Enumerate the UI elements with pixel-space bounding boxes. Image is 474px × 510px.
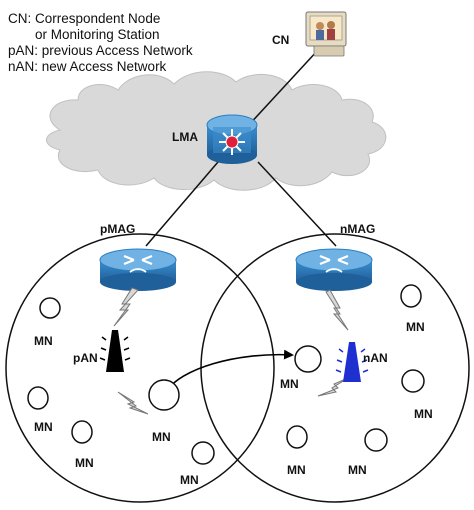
- nan-antenna-tower-icon: [335, 342, 369, 382]
- lightning-icon: [113, 287, 139, 327]
- mn-label: MN: [34, 334, 53, 348]
- mn-label: MN: [34, 420, 53, 434]
- mn-node: [27, 386, 49, 410]
- link-lma-pmag: [145, 161, 219, 247]
- mobile-nodes: [27, 284, 425, 465]
- legend-cn-alt: or Monitoring Station: [35, 27, 160, 42]
- legend-nan: nAN: new Access Network: [8, 59, 167, 74]
- lma-core-icon: [225, 135, 239, 149]
- cn-label: CN: [272, 33, 289, 47]
- mn-node: [148, 379, 180, 411]
- mn-node: [39, 297, 61, 319]
- pmag-router-icon: [99, 248, 177, 291]
- link-cn-lma: [245, 49, 319, 129]
- mn-label: MN: [180, 473, 199, 487]
- pmag-label: pMAG: [100, 222, 135, 236]
- mn-node: [286, 425, 308, 449]
- nmag-label: nMAG: [340, 222, 375, 236]
- pan-label: pAN: [73, 351, 98, 365]
- legend-cn: CN: Correspondent Node: [8, 11, 161, 26]
- lightning-icon: [117, 391, 149, 415]
- mn-label: MN: [75, 456, 94, 470]
- lma-label: LMA: [172, 130, 198, 144]
- lma-router: [206, 114, 258, 164]
- legend-pan: pAN: previous Access Network: [8, 43, 193, 58]
- lightning-icon: [317, 377, 349, 397]
- mn-node: [71, 420, 93, 444]
- mn-node: [364, 428, 388, 452]
- mn-label: MN: [348, 463, 367, 477]
- links: [145, 49, 337, 247]
- lightning-icon: [325, 289, 349, 331]
- mn-node: [191, 441, 215, 465]
- mn-node: [294, 345, 322, 373]
- pan-antenna-tower-icon: [99, 330, 131, 372]
- mn-label: MN: [406, 320, 425, 334]
- legend: CN: Correspondent Node or Monitoring Sta…: [8, 11, 193, 75]
- pan-coverage-circle: [5, 233, 275, 503]
- computer-monitor-icon: [305, 11, 347, 57]
- mn-node: [401, 369, 425, 393]
- mn-node: [400, 284, 422, 308]
- mn-label: MN: [414, 407, 433, 421]
- link-lma-nmag: [257, 161, 337, 247]
- nmag-router-icon: [295, 248, 373, 291]
- mn-label: MN: [287, 463, 306, 477]
- mn-label: MN: [280, 377, 299, 391]
- mn-label: MN: [152, 430, 171, 444]
- mn-labels: MN MN MN MN MN MN MN MN MN MN: [34, 320, 433, 487]
- nan-label: nAN: [363, 351, 388, 365]
